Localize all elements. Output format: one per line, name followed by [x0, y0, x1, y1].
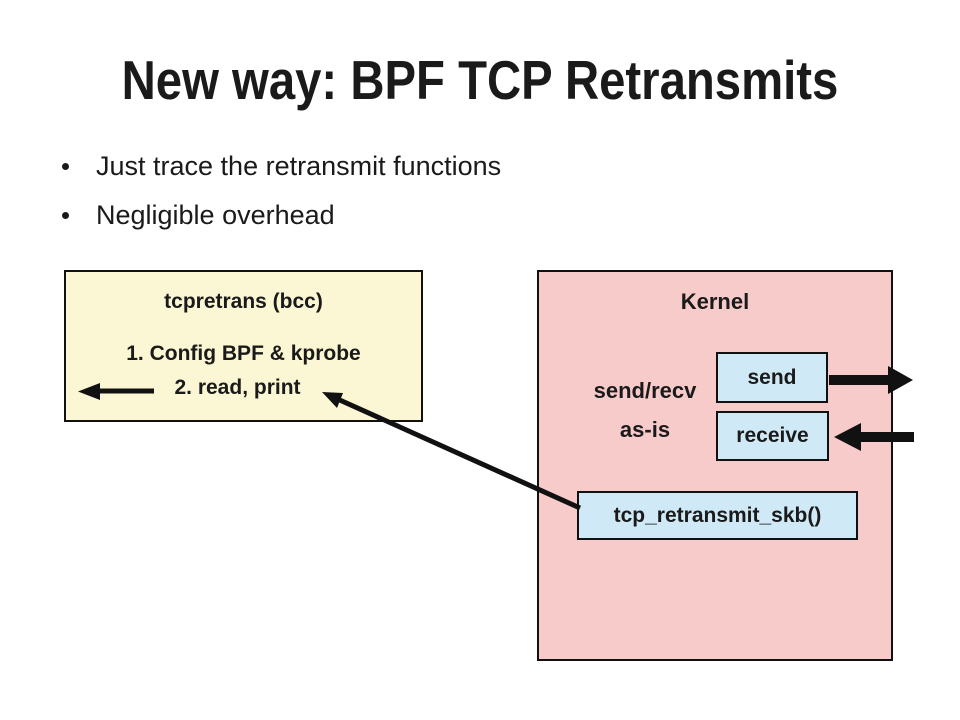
slide-title: New way: BPF TCP Retransmits [121, 49, 839, 111]
bullet-dot-icon [62, 163, 69, 170]
bullet-dot-icon [62, 212, 69, 219]
bullet-text: Just trace the retransmit functions [96, 151, 502, 181]
bullet-text: Negligible overhead [96, 200, 335, 230]
tcp-retransmit-skb-label: tcp_retransmit_skb() [613, 503, 822, 527]
tcpretrans-step-1: 1. Config BPF & kprobe [126, 342, 361, 365]
send-recv-as-is-label: send/recv as-is [581, 371, 709, 449]
tcpretrans-step-2: 2. read, print [174, 376, 301, 399]
send-recv-label-line2: as-is [619, 417, 671, 442]
receive-function-label: receive [736, 424, 809, 447]
receive-function-box: receive [716, 411, 829, 461]
tcpretrans-box-title: tcpretrans (bcc) [164, 290, 323, 313]
kernel-box-title: Kernel [680, 289, 750, 314]
bullet-item: Just trace the retransmit functions [56, 150, 501, 183]
send-recv-label-line1: send/recv [593, 378, 697, 403]
bullet-list: Just trace the retransmit functions Negl… [56, 150, 501, 248]
send-function-label: send [747, 365, 797, 389]
send-function-box: send [716, 352, 828, 403]
tcp-retransmit-skb-box: tcp_retransmit_skb() [577, 491, 858, 540]
tcpretrans-box: tcpretrans (bcc) 1. Config BPF & kprobe … [64, 270, 423, 422]
kernel-box: Kernel send/recv as-is send receive tcp_… [537, 270, 893, 661]
bullet-item: Negligible overhead [56, 199, 501, 232]
